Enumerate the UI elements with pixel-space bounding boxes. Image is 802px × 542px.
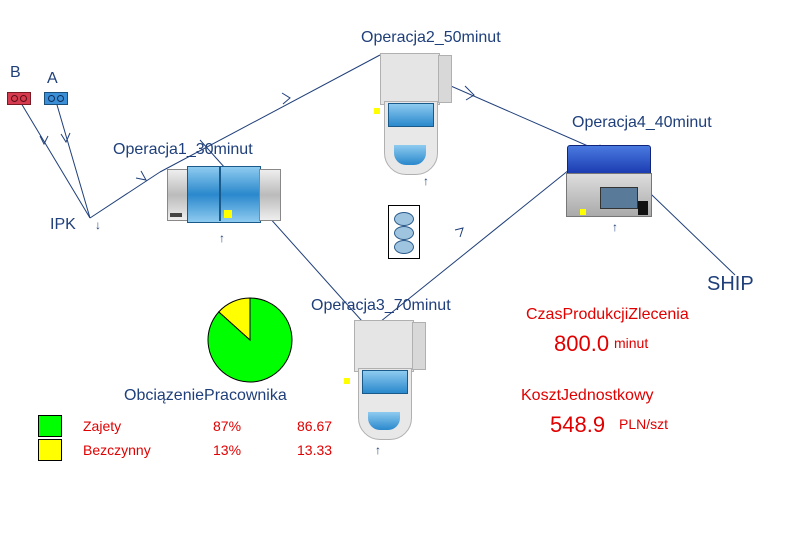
source-b-icon[interactable] — [7, 92, 31, 105]
flow-arrow — [39, 135, 49, 146]
ship-label: SHIP — [707, 273, 754, 295]
op3-machine-icon[interactable] — [344, 320, 426, 442]
unit-cost-value: 548.9 — [550, 412, 606, 437]
op2-label: Operacja2_50minut — [361, 29, 501, 46]
flow-arrow — [135, 170, 147, 181]
op3-up-arrow-icon: ↑ — [375, 443, 381, 457]
op4-up-arrow-icon: ↑ — [612, 220, 618, 234]
legend-percent-idle: 13% — [213, 442, 242, 458]
source-b-label: B — [10, 64, 21, 81]
worker-load-title: ObciązeniePracownika — [124, 387, 287, 404]
flow-arrow — [454, 227, 464, 238]
production-time-unit: minut — [614, 335, 649, 351]
flow-arrow — [281, 92, 291, 105]
legend-percent-busy: 87% — [213, 418, 242, 434]
path-ipk-op1 — [89, 171, 161, 219]
path-b-ipk — [17, 97, 91, 219]
production-time-value: 800.0 — [554, 331, 610, 356]
op1-machine-icon[interactable] — [167, 166, 282, 223]
op1-up-arrow-icon: ↑ — [219, 231, 225, 245]
legend-swatch-idle — [38, 439, 62, 461]
unit-cost-title: KosztJednostkowy — [521, 387, 654, 404]
op4-machine-icon[interactable] — [566, 145, 652, 217]
op2-machine-icon[interactable] — [374, 53, 452, 175]
legend-label-busy: Zajety — [83, 418, 122, 434]
flow-arrow — [464, 85, 475, 101]
source-a-icon[interactable] — [44, 92, 68, 105]
path-op1-op2 — [159, 54, 381, 173]
legend-label-idle: Bezczynny — [83, 442, 151, 458]
source-a-label: A — [47, 70, 58, 87]
production-time-title: CzasProdukcjiZlecenia — [526, 306, 689, 323]
op1-label: Operacja1_30minut — [113, 141, 253, 158]
op4-label: Operacja4_40minut — [572, 114, 712, 131]
ipk-label: IPK — [50, 216, 76, 233]
op3-label: Operacja3_70minut — [311, 297, 451, 314]
op2-up-arrow-icon: ↑ — [423, 174, 429, 188]
path-a-ipk — [54, 97, 91, 219]
legend-swatch-busy — [38, 415, 62, 437]
path-op3-op4 — [369, 144, 601, 331]
ipk-down-arrow-icon: ↓ — [95, 218, 101, 232]
unit-cost-unit: PLN/szt — [619, 416, 669, 432]
flow-arrow — [60, 132, 71, 144]
worker-icon[interactable] — [388, 205, 420, 259]
legend-value-idle: 13.33 — [297, 442, 333, 458]
legend-value-busy: 86.67 — [297, 418, 333, 434]
